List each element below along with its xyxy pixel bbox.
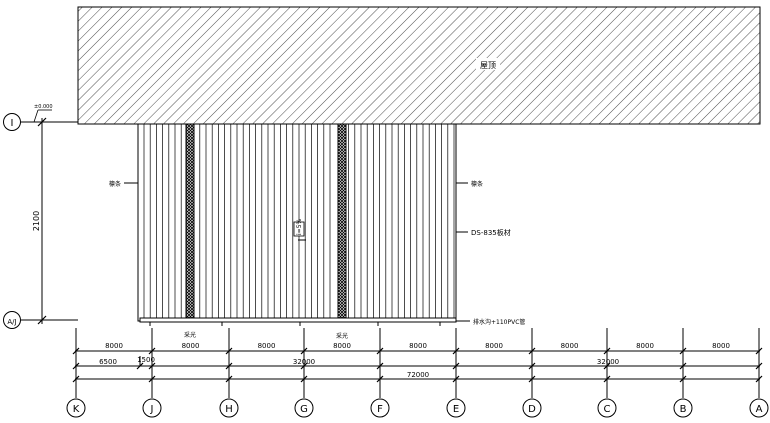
dim-tick bbox=[148, 347, 156, 355]
height-dimension: 2100 bbox=[32, 211, 41, 231]
strip-label-right: 采光 bbox=[336, 332, 348, 340]
dim-tick bbox=[528, 375, 536, 383]
axis-bubble-b bbox=[673, 398, 693, 418]
dim-tick bbox=[452, 375, 460, 383]
level-top-note: ±0.000 bbox=[34, 104, 53, 110]
level-marker-bottom-label: A/J bbox=[7, 318, 16, 326]
dim-tick bbox=[755, 347, 763, 355]
slope-mark-text: i=5% bbox=[296, 218, 303, 235]
skylight-strip-left bbox=[185, 123, 195, 322]
level-marker-top bbox=[3, 113, 21, 131]
dim-tick bbox=[72, 347, 80, 355]
axis-bubble-e bbox=[446, 398, 466, 418]
dim-tick bbox=[148, 362, 156, 370]
dim-tick bbox=[603, 375, 611, 383]
dim-tick bbox=[452, 362, 460, 370]
axis-bubble-c bbox=[597, 398, 617, 418]
strip-label-left: 采光 bbox=[184, 331, 196, 339]
axis-label-j: J bbox=[150, 404, 154, 415]
dim-tick bbox=[679, 362, 687, 370]
right-marker-label: 檩条 bbox=[471, 180, 483, 188]
dim-row1-label: 8000 bbox=[258, 342, 276, 350]
level-marker-bottom bbox=[3, 311, 21, 329]
dim-tick bbox=[755, 362, 763, 370]
level-marker-top-label: I bbox=[11, 118, 14, 129]
dim-row2-gap: 1500 bbox=[137, 356, 155, 364]
gutter-label: 排水沟+110PVC管 bbox=[473, 318, 525, 326]
dim-tick bbox=[452, 347, 460, 355]
slope-mark: i=5% bbox=[293, 218, 306, 241]
dim-row1-label: 8000 bbox=[636, 342, 654, 350]
dim-tick bbox=[755, 375, 763, 383]
dim-tick bbox=[376, 362, 384, 370]
dim-row1-label: 8000 bbox=[409, 342, 427, 350]
dim-tick bbox=[300, 375, 308, 383]
dim-tick bbox=[603, 362, 611, 370]
dim-tick bbox=[679, 347, 687, 355]
axis-bubble-h bbox=[219, 398, 239, 418]
axis-label-h: H bbox=[225, 404, 233, 415]
axis-label-k: K bbox=[73, 404, 80, 415]
dim-tick bbox=[72, 362, 80, 370]
dim-row1-label: 8000 bbox=[561, 342, 579, 350]
dim-tick bbox=[225, 347, 233, 355]
left-elevation: I ±0.000 A/J 2100 bbox=[3, 104, 78, 329]
dim-tick bbox=[225, 362, 233, 370]
axis-label-d: D bbox=[528, 404, 536, 415]
axis-bubble-j bbox=[142, 398, 162, 418]
dim-tick bbox=[300, 347, 308, 355]
axis-label-f: F bbox=[377, 404, 383, 415]
axis-bubble-k bbox=[66, 398, 86, 418]
dim-row1-label: 8000 bbox=[333, 342, 351, 350]
existing-building-label: 屋顶 bbox=[480, 61, 496, 70]
axis-bubble-d bbox=[522, 398, 542, 418]
dim-tick bbox=[72, 375, 80, 383]
dim-tick bbox=[528, 362, 536, 370]
dim-row2-left: 6500 bbox=[99, 358, 117, 366]
dim-row1-label: 8000 bbox=[105, 342, 123, 350]
left-marker-label: 檩条 bbox=[109, 180, 121, 188]
roof-ribs bbox=[143, 124, 455, 318]
side-annotations: 檩条 檩条 DS-835板材 排水沟+110PVC管 采光 采光 bbox=[109, 180, 525, 340]
dim-tick bbox=[300, 362, 308, 370]
dim-row3-total: 72000 bbox=[407, 371, 429, 379]
dim-row1-label: 8000 bbox=[485, 342, 503, 350]
dim-tick bbox=[376, 347, 384, 355]
dim-tick bbox=[603, 347, 611, 355]
axis-label-g: G bbox=[300, 404, 308, 415]
roof-panel-label: DS-835板材 bbox=[471, 228, 511, 237]
dim-row1-label: 8000 bbox=[182, 342, 200, 350]
dim-tick bbox=[225, 375, 233, 383]
gutter bbox=[139, 317, 457, 323]
axis-bubble-a bbox=[749, 398, 769, 418]
dim-tick bbox=[376, 375, 384, 383]
axis-label-a: A bbox=[756, 404, 763, 415]
skylight-strip-right bbox=[337, 123, 347, 322]
dim-tick bbox=[679, 375, 687, 383]
dim-tick bbox=[528, 347, 536, 355]
axis-label-c: C bbox=[604, 404, 611, 415]
existing-building: 屋顶 bbox=[77, 6, 761, 125]
dim-row2-right: 32000 bbox=[597, 358, 619, 366]
axis-bubble-g bbox=[294, 398, 314, 418]
axis-label-e: E bbox=[453, 404, 459, 415]
dimension-row1: 8000 8000 8000 8000 8000 8000 8000 8000 8000 bbox=[105, 342, 730, 350]
axis-bubble-f bbox=[370, 398, 390, 418]
axis-label-b: B bbox=[680, 404, 687, 415]
dimension-chains: 6500 1500 32000 32000 72000 bbox=[75, 350, 760, 380]
dim-tick bbox=[148, 375, 156, 383]
dim-row1-label: 8000 bbox=[712, 342, 730, 350]
